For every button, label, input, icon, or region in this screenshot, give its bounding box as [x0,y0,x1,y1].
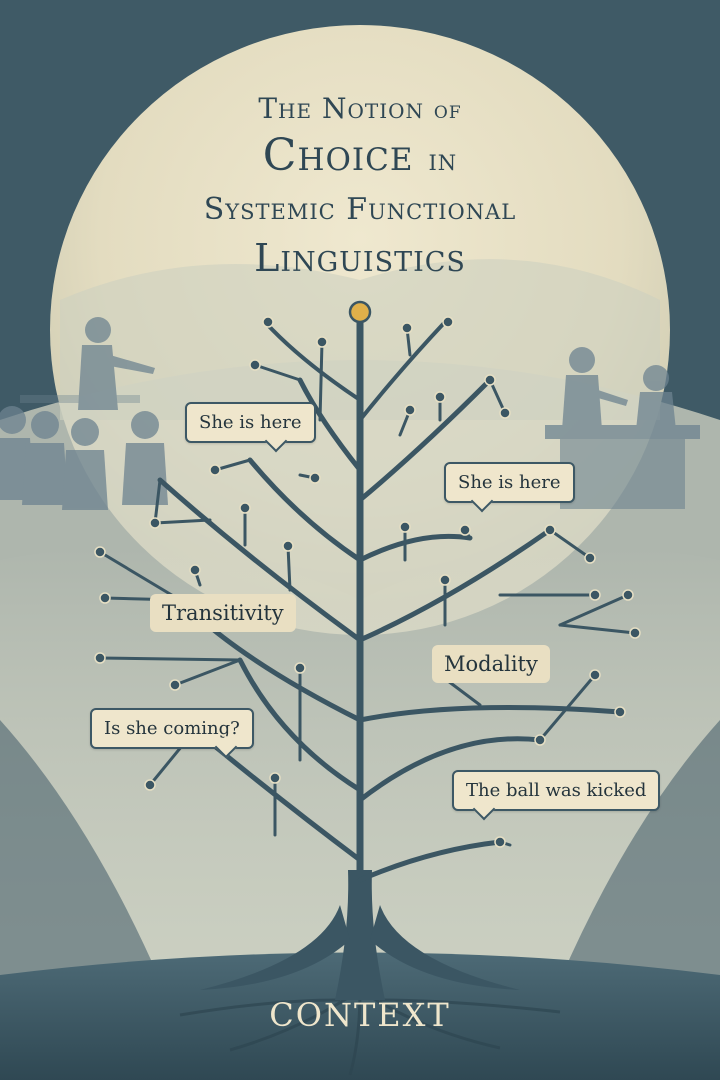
title-word-of: of [433,96,462,124]
title-line-2: Choice in [0,130,720,181]
left-silhouettes [0,317,168,510]
title-line-3: Systemic Functional [203,192,517,227]
speech-bubble-1: She is here [185,402,316,453]
title-line-1: The Notion of [0,92,720,125]
title-word-choice: Choice [262,130,414,181]
speech-bubble-2-text: She is here [458,472,561,493]
speech-bubble-3-text: Is she coming? [104,718,240,739]
speech-bubble-1-text: She is here [199,412,302,433]
root-choice-node [348,300,372,324]
speech-bubble-4: The ball was kicked [452,770,661,821]
right-silhouettes [545,347,700,509]
label-transitivity: Transitivity [150,594,296,632]
speech-bubble-4-text: The ball was kicked [466,780,647,801]
speech-bubble-3: Is she coming? [90,708,254,759]
title-word-notion: The Notion [258,92,424,125]
title-word-in: in [428,143,458,178]
label-modality: Modality [432,645,550,683]
context-label: CONTEXT [269,996,451,1034]
speech-bubble-2: She is here [444,462,575,513]
title-line-4: Linguistics [254,236,466,280]
